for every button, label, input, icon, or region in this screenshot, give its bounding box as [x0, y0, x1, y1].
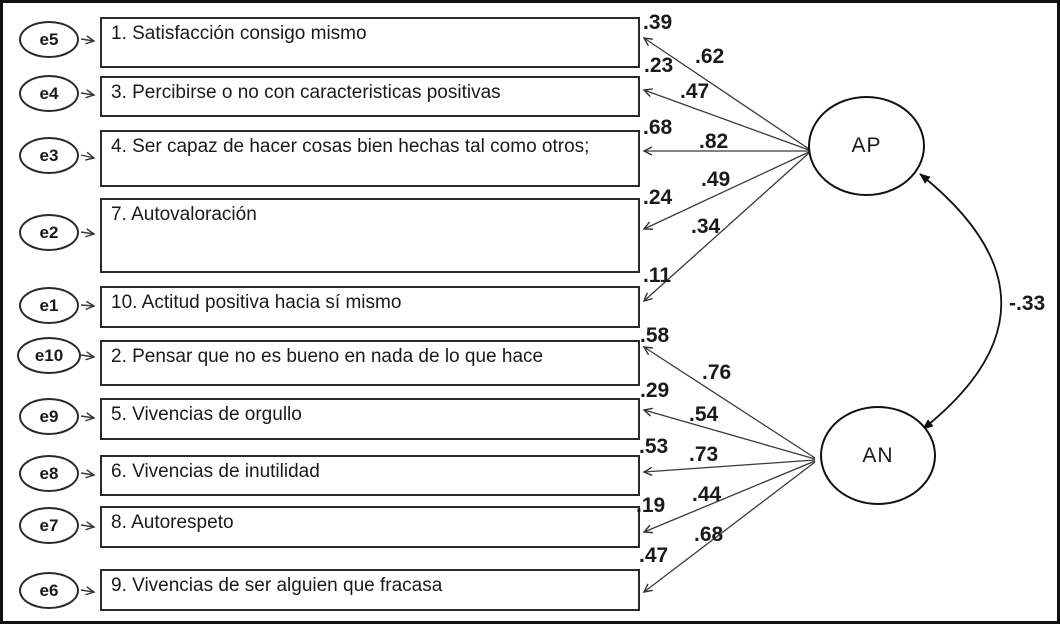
r2-value-item1: .39: [643, 11, 673, 34]
loading-value-ap-item7: .49: [701, 168, 731, 191]
indicator-box-item10: 10. Actitud positiva hacia sí mismo: [100, 286, 640, 328]
r2-value-item7: .24: [643, 186, 673, 209]
error-term-e8: e8: [19, 455, 79, 492]
indicator-box-item2: 2. Pensar que no es bueno en nada de lo …: [100, 340, 640, 386]
error-arrow-e10: [80, 351, 96, 361]
r2-value-item6: .53: [639, 435, 669, 458]
loading-value-ap-item3: .47: [680, 80, 710, 103]
r2-value-item10: .11: [643, 264, 672, 287]
error-arrow-e8: [80, 469, 96, 479]
loading-arrow-an-item9: [642, 461, 816, 593]
indicator-box-item9: 9. Vivencias de ser alguien que fracasa: [100, 569, 640, 611]
indicator-box-item5: 5. Vivencias de orgullo: [100, 398, 640, 440]
r2-value-item5: .29: [640, 379, 670, 402]
r2-value-item9: .47: [639, 544, 669, 567]
loading-value-ap-item10: .34: [691, 215, 721, 238]
error-arrow-e7: [80, 521, 96, 531]
indicator-box-item4: 4. Ser capaz de hacer cosas bien hechas …: [100, 130, 640, 187]
error-term-e6: e6: [19, 572, 79, 609]
factor-circle-ap: AP: [808, 96, 925, 196]
error-term-e5: e5: [19, 21, 79, 58]
loading-arrow-an-item8: [642, 460, 816, 534]
indicator-box-item8: 8. Autorespeto: [100, 506, 640, 548]
r2-value-item8: .19: [636, 494, 666, 517]
error-arrow-e2: [80, 228, 96, 238]
error-term-e4: e4: [19, 75, 79, 112]
error-term-e2: e2: [19, 214, 79, 251]
loading-value-an-item8: .44: [692, 483, 722, 506]
r2-value-item3: .23: [644, 54, 674, 77]
error-arrow-e9: [80, 412, 96, 422]
error-arrows: [80, 35, 96, 596]
loading-value-an-item9: .68: [694, 523, 724, 546]
error-arrow-e1: [80, 300, 96, 311]
r2-value-item2: .58: [640, 324, 670, 347]
loading-value-ap-item1: .62: [695, 45, 725, 68]
loading-value-an-item6: .73: [689, 443, 719, 466]
error-term-e7: e7: [19, 507, 79, 544]
error-term-e3: e3: [19, 137, 79, 174]
error-term-e10: e10: [17, 337, 81, 374]
indicator-box-item6: 6. Vivencias de inutilidad: [100, 455, 640, 496]
loading-arrow-an-item6: [642, 459, 816, 477]
error-term-e1: e1: [19, 287, 79, 324]
error-arrow-e4: [80, 89, 96, 99]
loading-value-an-item5: .54: [689, 403, 719, 426]
loading-value-ap-item4: .82: [699, 130, 729, 153]
factor-circle-an: AN: [820, 406, 936, 505]
error-term-e9: e9: [19, 398, 79, 435]
error-arrow-e6: [80, 586, 96, 596]
r2-value-item4: .68: [643, 116, 673, 139]
covariance-value: -.33: [1009, 292, 1046, 315]
indicator-box-item7: 7. Autovaloración: [100, 198, 640, 273]
error-arrow-e5: [80, 35, 96, 45]
loading-value-an-item2: .76: [702, 361, 732, 384]
covariance-arc: [919, 173, 1003, 430]
loading-arrow-an-item5: [642, 407, 816, 460]
indicator-box-item3: 3. Percibirse o no con caracteristicas p…: [100, 76, 640, 117]
indicator-box-item1: 1. Satisfacción consigo mismo: [100, 17, 640, 68]
error-arrow-e3: [80, 151, 96, 161]
